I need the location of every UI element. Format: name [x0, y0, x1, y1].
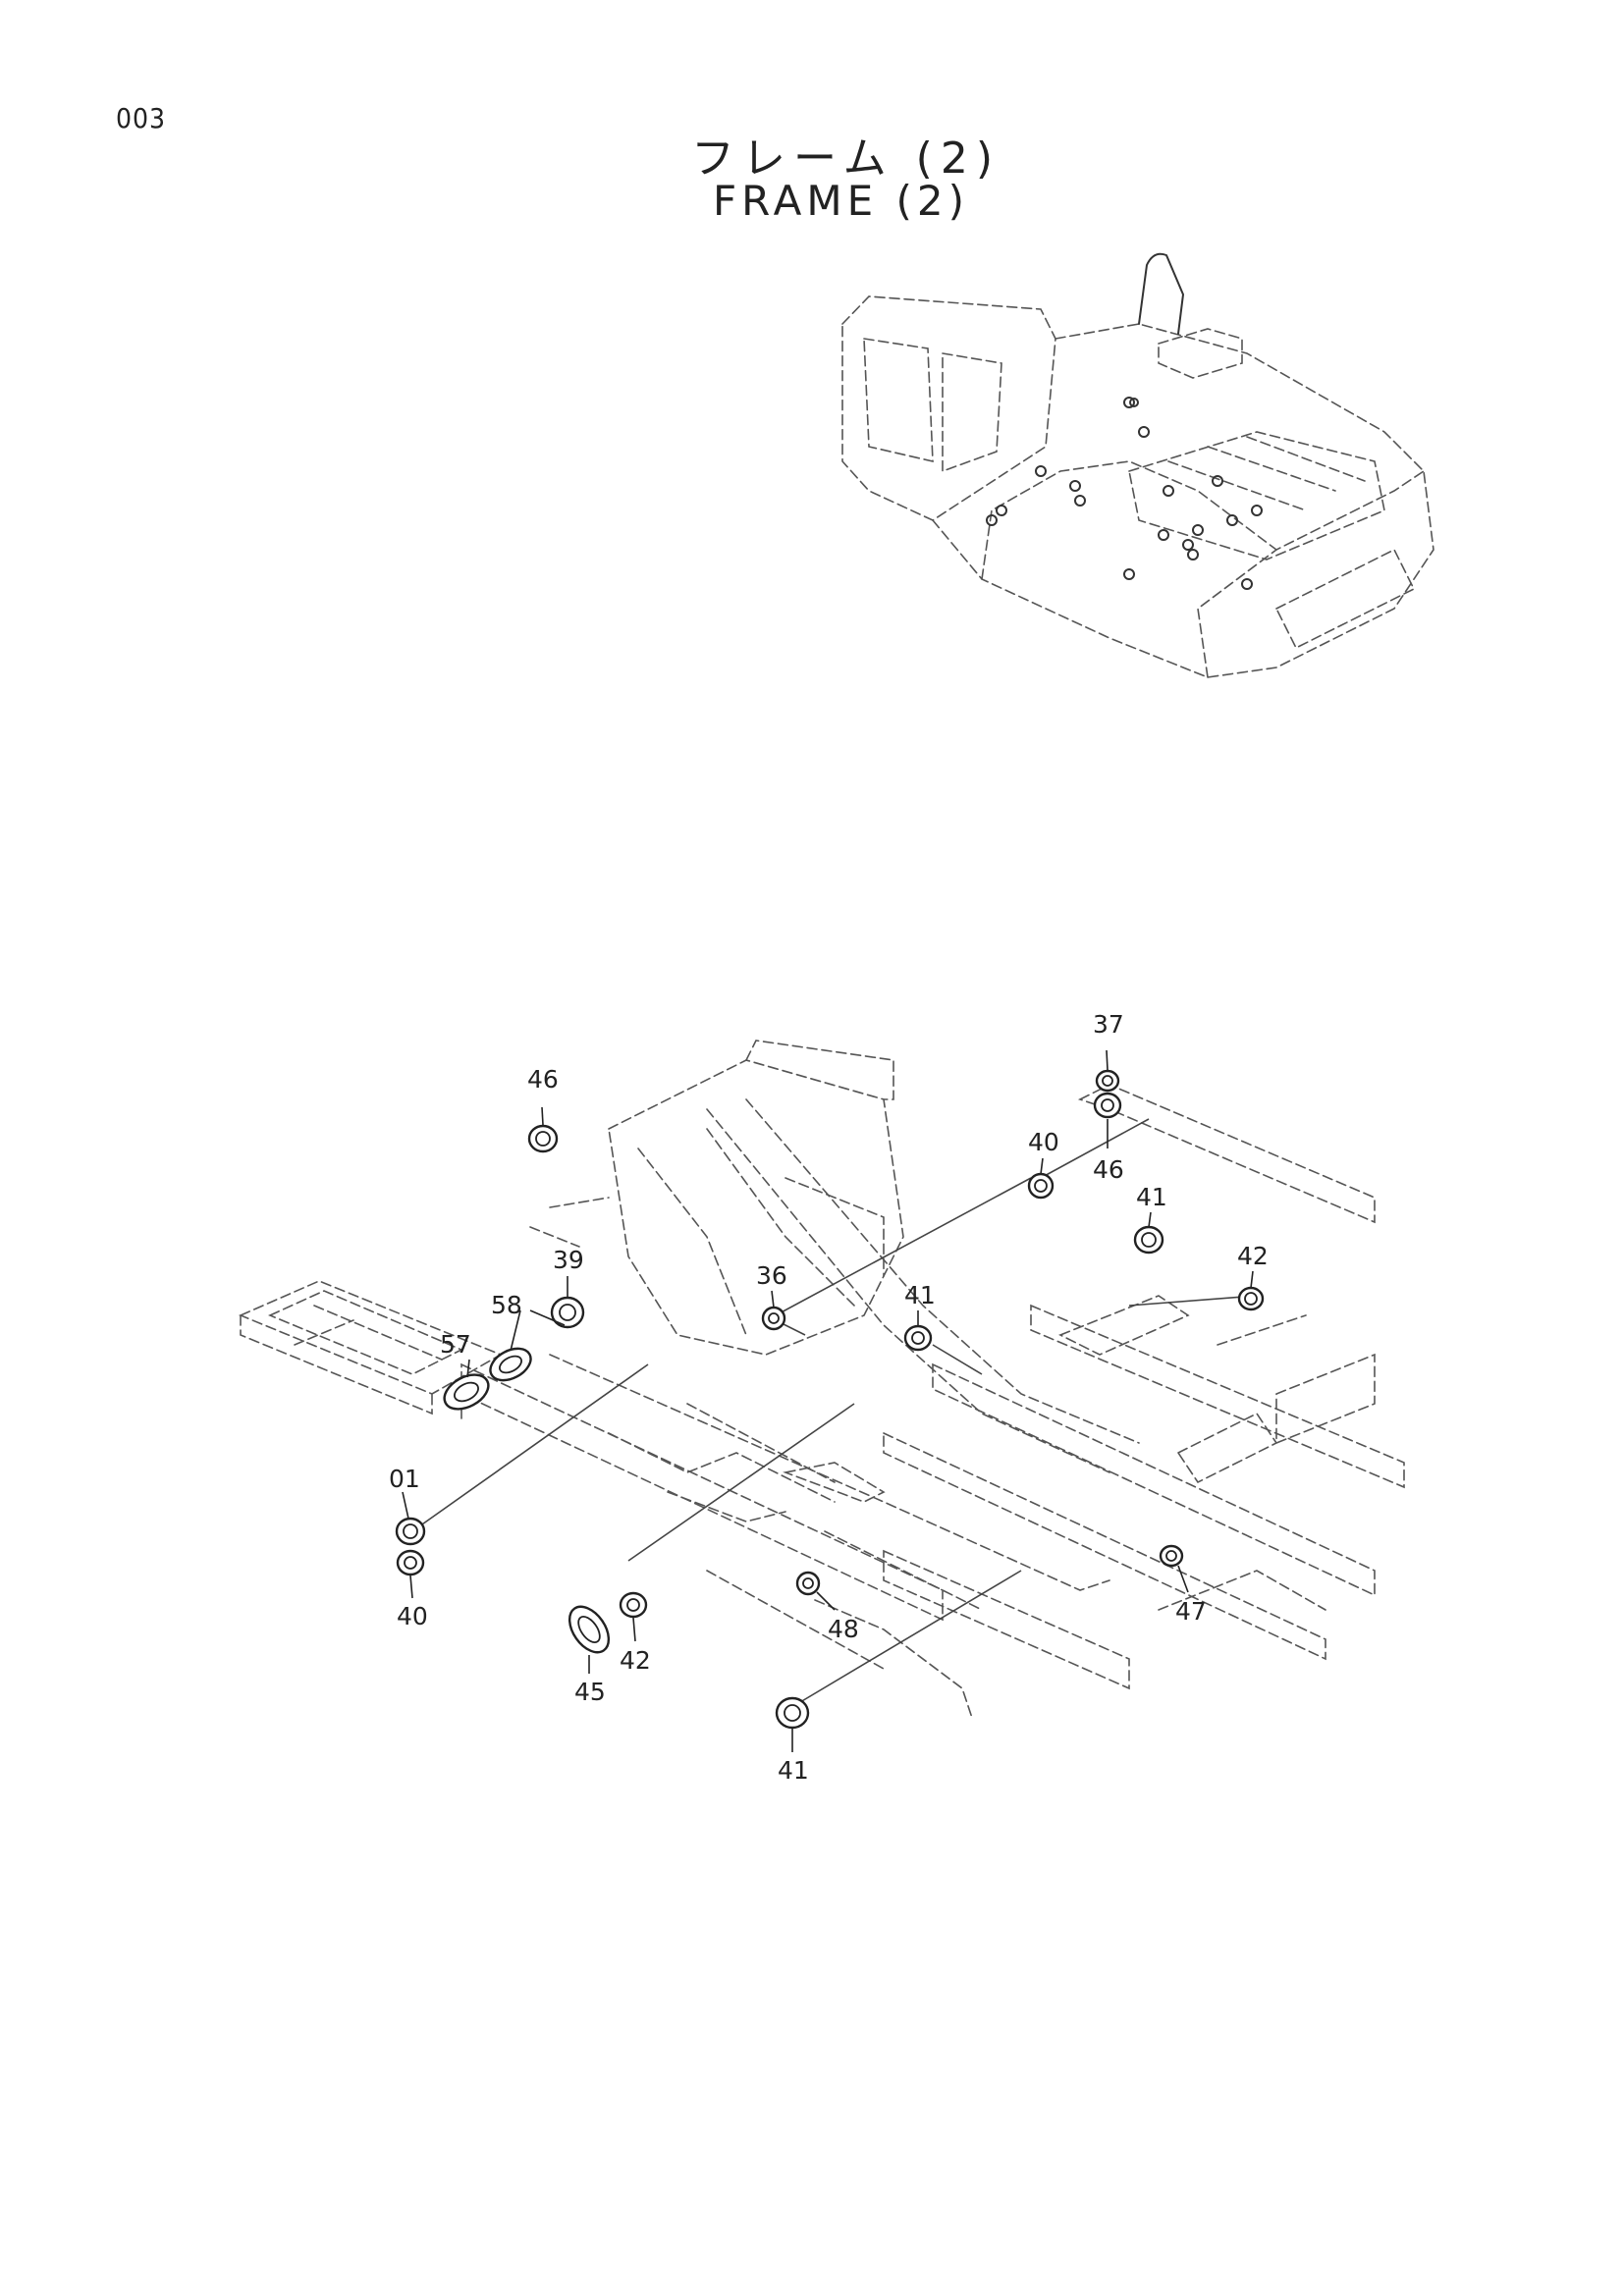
page-number: 003 — [116, 102, 167, 134]
page-title-english: FRAME (2) — [713, 177, 969, 225]
callout-36: 36 — [756, 1261, 787, 1290]
callout-41-top: 41 — [1136, 1183, 1167, 1211]
excavator-overview-illustration — [841, 252, 1434, 678]
callout-42-left: 42 — [620, 1646, 651, 1675]
callout-46-top-right: 46 — [1093, 1155, 1124, 1184]
callout-45: 45 — [574, 1678, 606, 1706]
callout-46-top-left: 46 — [527, 1065, 559, 1094]
callout-57: 57 — [440, 1330, 471, 1359]
callout-40-top: 40 — [1028, 1128, 1059, 1156]
callout-labels: 37 46 46 40 41 42 39 36 41 58 57 01 40 4… — [389, 1010, 1269, 1785]
leader-lines — [402, 1049, 1254, 1752]
callout-48: 48 — [828, 1615, 859, 1643]
callout-41-mid: 41 — [904, 1281, 936, 1309]
callout-01: 01 — [389, 1465, 420, 1493]
callout-41-bottom: 41 — [778, 1756, 809, 1785]
callout-39: 39 — [553, 1246, 584, 1274]
callout-42-right: 42 — [1237, 1242, 1269, 1270]
callout-58: 58 — [491, 1291, 522, 1319]
page-title-japanese: フレーム (2) — [691, 133, 1001, 184]
callout-37: 37 — [1093, 1010, 1124, 1039]
callout-40-left: 40 — [397, 1602, 428, 1630]
callout-47: 47 — [1175, 1597, 1207, 1626]
